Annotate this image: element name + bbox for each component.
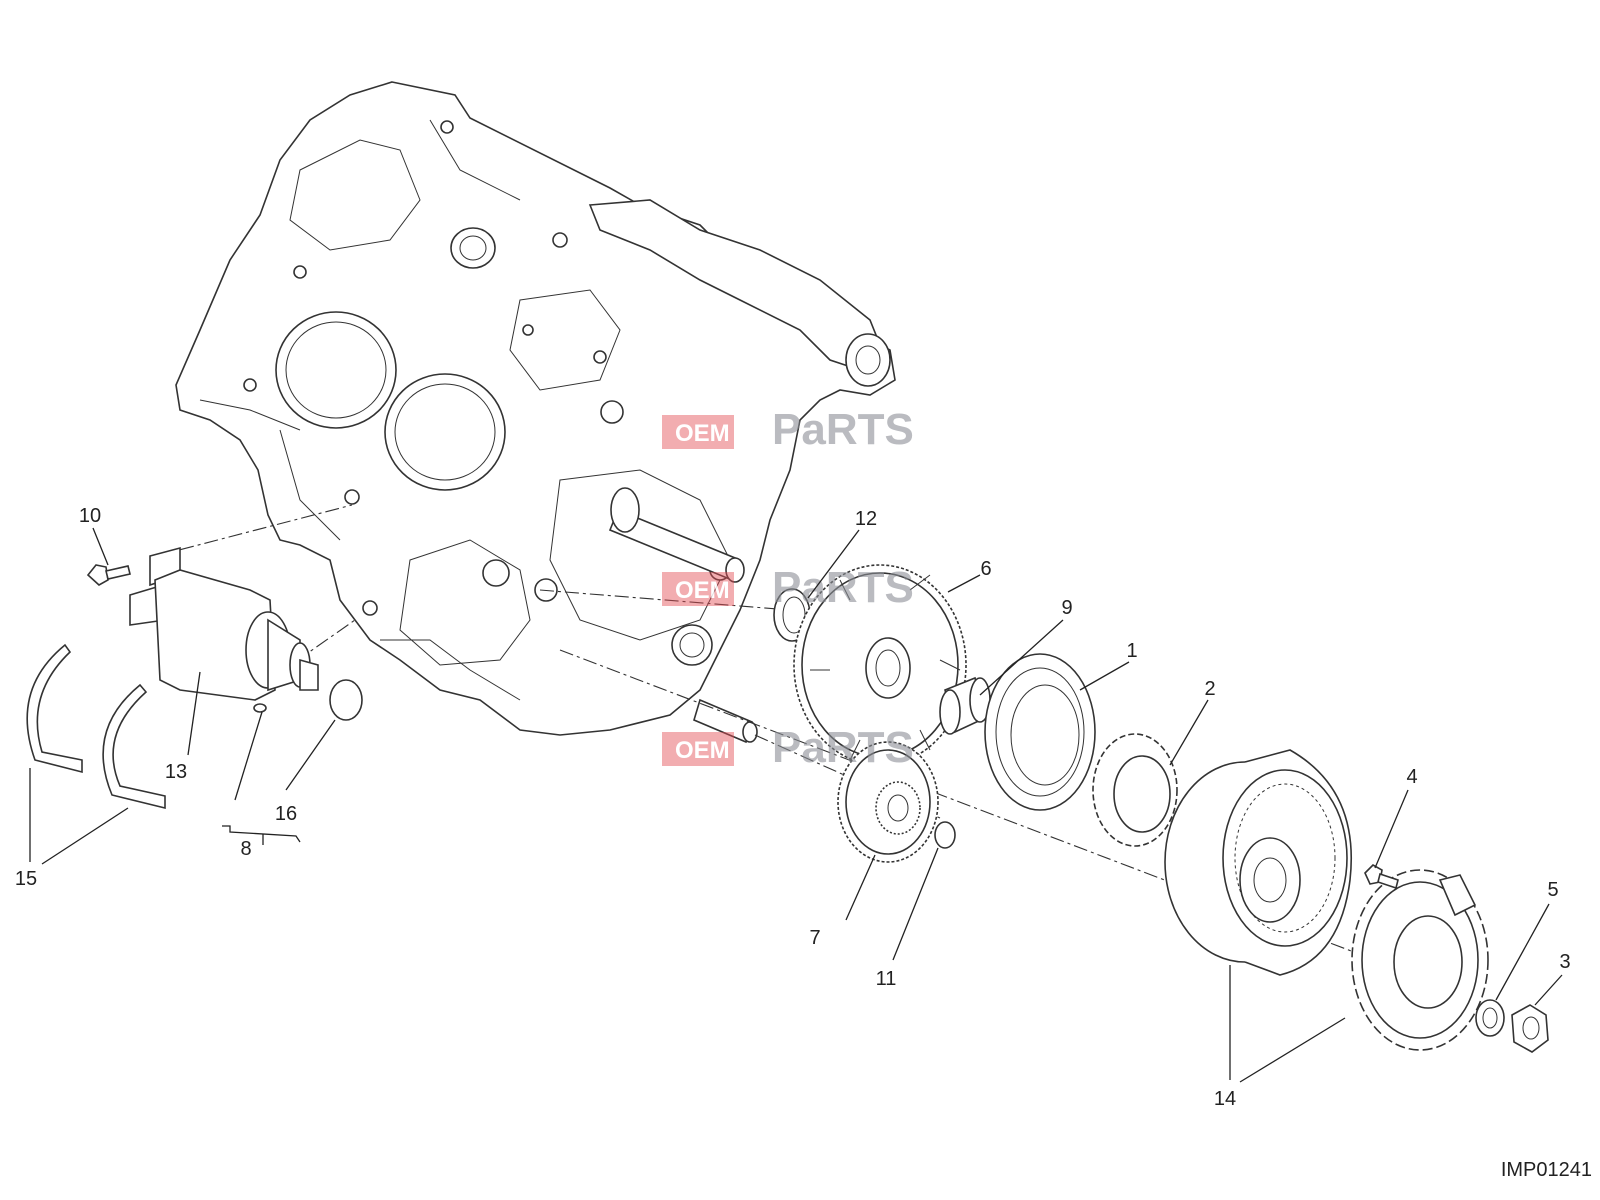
callout-5: 5 [1547,879,1558,901]
freewheel-2 [1092,733,1178,847]
starter-motor [129,546,319,713]
callout-2: 2 [1204,678,1215,700]
callout-9: 9 [1061,597,1072,619]
callout-14: 14 [1214,1088,1236,1110]
watermark-2: OEM PaRTS [662,563,914,612]
callout-6: 6 [980,558,991,580]
watermark-1: OEM PaRTS [662,405,914,454]
leader-lines [29,527,1563,1083]
callout-3: 3 [1559,951,1570,973]
bolt-4 [1364,864,1399,890]
drawing-code: IMP01241 [1501,1159,1592,1181]
callout-7: 7 [809,927,820,949]
clamps-15 [26,643,166,810]
watermark-oem: OEM [675,420,730,447]
callout-15: 15 [15,868,37,890]
watermark-oem: OEM [675,737,730,764]
callout-10: 10 [79,505,101,527]
bolt-10 [86,564,131,586]
flywheel-14 [1164,749,1352,976]
callout-11: 11 [876,968,897,990]
watermark-parts: PaRTS [772,723,914,772]
watermark-group: OEM PaRTS OEM PaRTS OEM PaRTS [662,405,914,772]
watermark-parts: PaRTS [772,563,914,612]
flange-1 [984,653,1096,811]
washer-5 [1475,999,1505,1037]
callout-12: 12 [855,508,877,530]
watermark-oem: OEM [675,577,730,604]
callout-1: 1 [1126,640,1137,662]
callout-4: 4 [1406,766,1417,788]
callout-16: 16 [275,803,297,825]
crankcase-drawing [175,81,896,744]
gear-7 [837,741,939,863]
washer-11 [934,821,956,849]
callout-8: 8 [240,838,251,860]
nut-3 [1511,1004,1549,1053]
needle-bearing-9 [939,676,991,735]
o-ring-16 [329,679,363,721]
watermark-parts: PaRTS [772,405,914,454]
watermark-3: OEM PaRTS [662,723,914,772]
callout-13: 13 [165,761,187,783]
stator-14 [1351,869,1489,1051]
